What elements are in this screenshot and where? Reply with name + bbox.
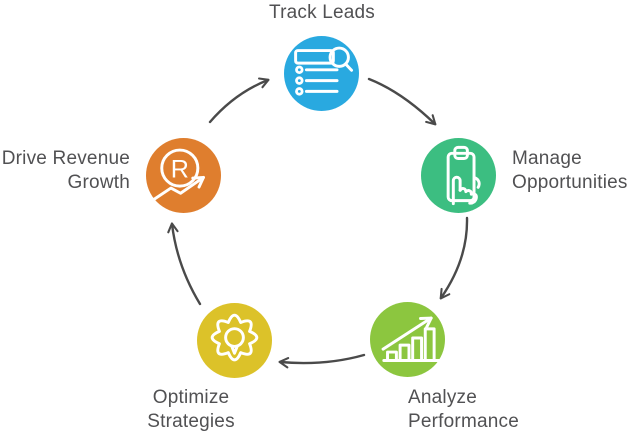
revenue-letter-arrow-icon: R	[149, 148, 205, 203]
label-optimize-strategies: Optimize Strategies	[111, 386, 271, 433]
arrow-drive-to-track	[208, 77, 270, 124]
label-analyze-performance: Analyze Performance	[408, 386, 519, 433]
node-drive-revenue-growth: R	[146, 138, 221, 213]
label-line: Growth	[67, 171, 130, 193]
label-line: Performance	[408, 410, 519, 432]
arrow-optimize-to-drive	[167, 222, 202, 306]
label-manage-opportunities: Manage Opportunities	[512, 147, 628, 194]
node-optimize-strategies	[197, 303, 272, 378]
label-track-leads: Track Leads	[244, 1, 400, 25]
label-line: Manage	[512, 148, 582, 169]
label-line: Drive Revenue	[1, 148, 130, 169]
revenue-letter: R	[171, 155, 189, 183]
node-track-leads	[284, 36, 359, 111]
label-drive-revenue-growth: Drive Revenue Growth	[0, 147, 130, 194]
label-line: Analyze	[408, 387, 477, 408]
arrow-analyze-to-optimize	[278, 353, 366, 369]
node-analyze-performance	[370, 302, 445, 377]
label-line: Opportunities	[512, 171, 628, 193]
node-manage-opportunities	[421, 138, 496, 213]
arrow-manage-to-analyze	[439, 216, 469, 300]
gear-lightbulb-icon	[210, 313, 259, 362]
label-line: Optimize	[152, 387, 230, 408]
arrow-track-to-manage	[367, 77, 437, 126]
bar-chart-arrow-icon	[381, 316, 442, 362]
clipboard-hand-icon	[446, 145, 481, 206]
list-search-icon	[294, 46, 354, 96]
label-line: Track Leads	[268, 2, 376, 23]
label-line: Strategies	[147, 410, 235, 432]
